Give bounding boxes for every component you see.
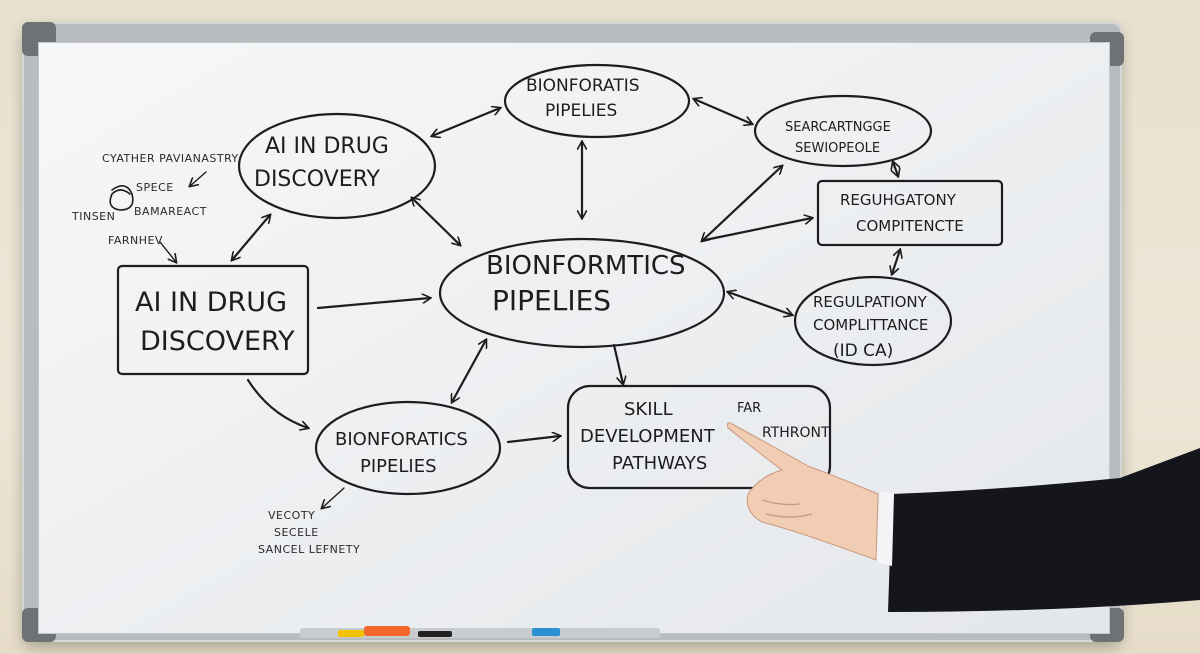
blue-marker[interactable] (532, 628, 560, 636)
arrow-research-to-reg-box (893, 162, 898, 176)
arrow-bio-center-to-research (702, 166, 782, 241)
ai-top-ellipse-shape (237, 112, 437, 220)
research-line-2: SEWIOPEOLE (795, 141, 880, 156)
bio-center-line-1: BIONFORMTICS (486, 251, 686, 281)
skill-box-shape (566, 384, 832, 490)
research-line-1: SEARCARTNGGE (785, 120, 891, 135)
note-top-left-2: SPECE (136, 181, 174, 194)
regulatory-ellipse-line-2: COMPLITTANCE (813, 316, 928, 334)
arrow-bio-center-to-reg-box (703, 218, 812, 242)
black-marker[interactable] (418, 631, 452, 637)
regulatory-ellipse-line-3: (ID CA) (833, 341, 893, 361)
note-bottom-left-2: SECELE (274, 526, 319, 539)
finger-detail (761, 499, 813, 518)
bio-center-line-2: PIPELIES (492, 284, 611, 317)
yellow-marker[interactable] (338, 630, 364, 637)
regulatory-box-line-2: COMPITENCTE (856, 217, 964, 235)
bio-top-ellipse-shape (503, 63, 691, 139)
arrow-bio-center-to-skill (612, 343, 623, 384)
note-top-left-4: BAMAREACT (134, 205, 207, 218)
arrow-bio-center-to-reg-ellipse (728, 292, 792, 315)
arrow-bio-bottom-to-skill (506, 436, 560, 444)
note-top-left-3: TINSEN (71, 210, 115, 223)
bio-center-ellipse-shape (438, 237, 726, 349)
regulatory-ellipse-shape (793, 275, 953, 367)
skill-extra-1: FAR (737, 401, 761, 416)
presenter-arm (727, 422, 1200, 612)
orange-marker[interactable] (364, 626, 410, 636)
note-arrow-farnhev (159, 241, 176, 262)
shirt-cuff (876, 492, 894, 566)
skill-line-2: DEVELOPMENT (580, 426, 716, 447)
regulatory-ellipse-line-1: REGULPATIONY (813, 293, 928, 311)
arrow-bio-center-to-bio-bottom (452, 340, 486, 402)
note-arrow-top-left (190, 171, 207, 186)
bio-bottom-line-1: BIONFORATICS (335, 429, 468, 450)
sleeve (888, 448, 1200, 612)
research-ellipse-shape (753, 94, 933, 168)
skill-line-1: SKILL (624, 399, 673, 420)
regulatory-box-line-1: REGUHGATONY (840, 191, 957, 209)
hand (727, 422, 879, 561)
ai-left-box-line-2: DISCOVERY (140, 326, 295, 357)
note-bottom-left-3: SANCEL LEFNETY (258, 543, 360, 556)
regulatory-box-shape (816, 179, 1004, 247)
arrow-bio-top-to-research (694, 99, 752, 124)
arrow-ai-box-to-bio-center (316, 298, 430, 310)
arrow-ai-top-to-bio-center (412, 198, 460, 245)
bio-top-line-1: BIONFORATIS (526, 76, 640, 96)
marker-tray (300, 628, 660, 638)
bio-bottom-line-2: PIPELIES (360, 456, 437, 477)
ai-left-box-shape (116, 264, 310, 376)
arrow-ai-box-to-ai-top (232, 215, 270, 260)
skill-line-3: PATHWAYS (612, 453, 707, 474)
ai-left-box-line-1: AI IN DRUG (135, 287, 287, 318)
bio-top-line-2: PIPELIES (545, 101, 617, 121)
note-arrow-bottom-left (322, 487, 345, 508)
note-top-left-5: FARNHEV (108, 234, 163, 247)
arrow-reg-box-to-reg-ellipse (892, 250, 900, 274)
bio-bottom-ellipse-shape (314, 400, 502, 496)
skill-extra-2: RTHRONT (762, 425, 830, 441)
ai-top-ellipse-line-2: DISCOVERY (254, 167, 381, 192)
note-scribble-icon (109, 185, 134, 211)
note-bottom-left-1: VECOTY (268, 509, 315, 522)
arrow-ai-top-to-bio-top (432, 108, 500, 136)
note-top-left-1: CYATHER PAVIANASTRY (102, 152, 239, 165)
ai-top-ellipse-line-1: AI IN DRUG (265, 134, 389, 159)
arrow-ai-box-to-bio-bottom (246, 378, 308, 428)
